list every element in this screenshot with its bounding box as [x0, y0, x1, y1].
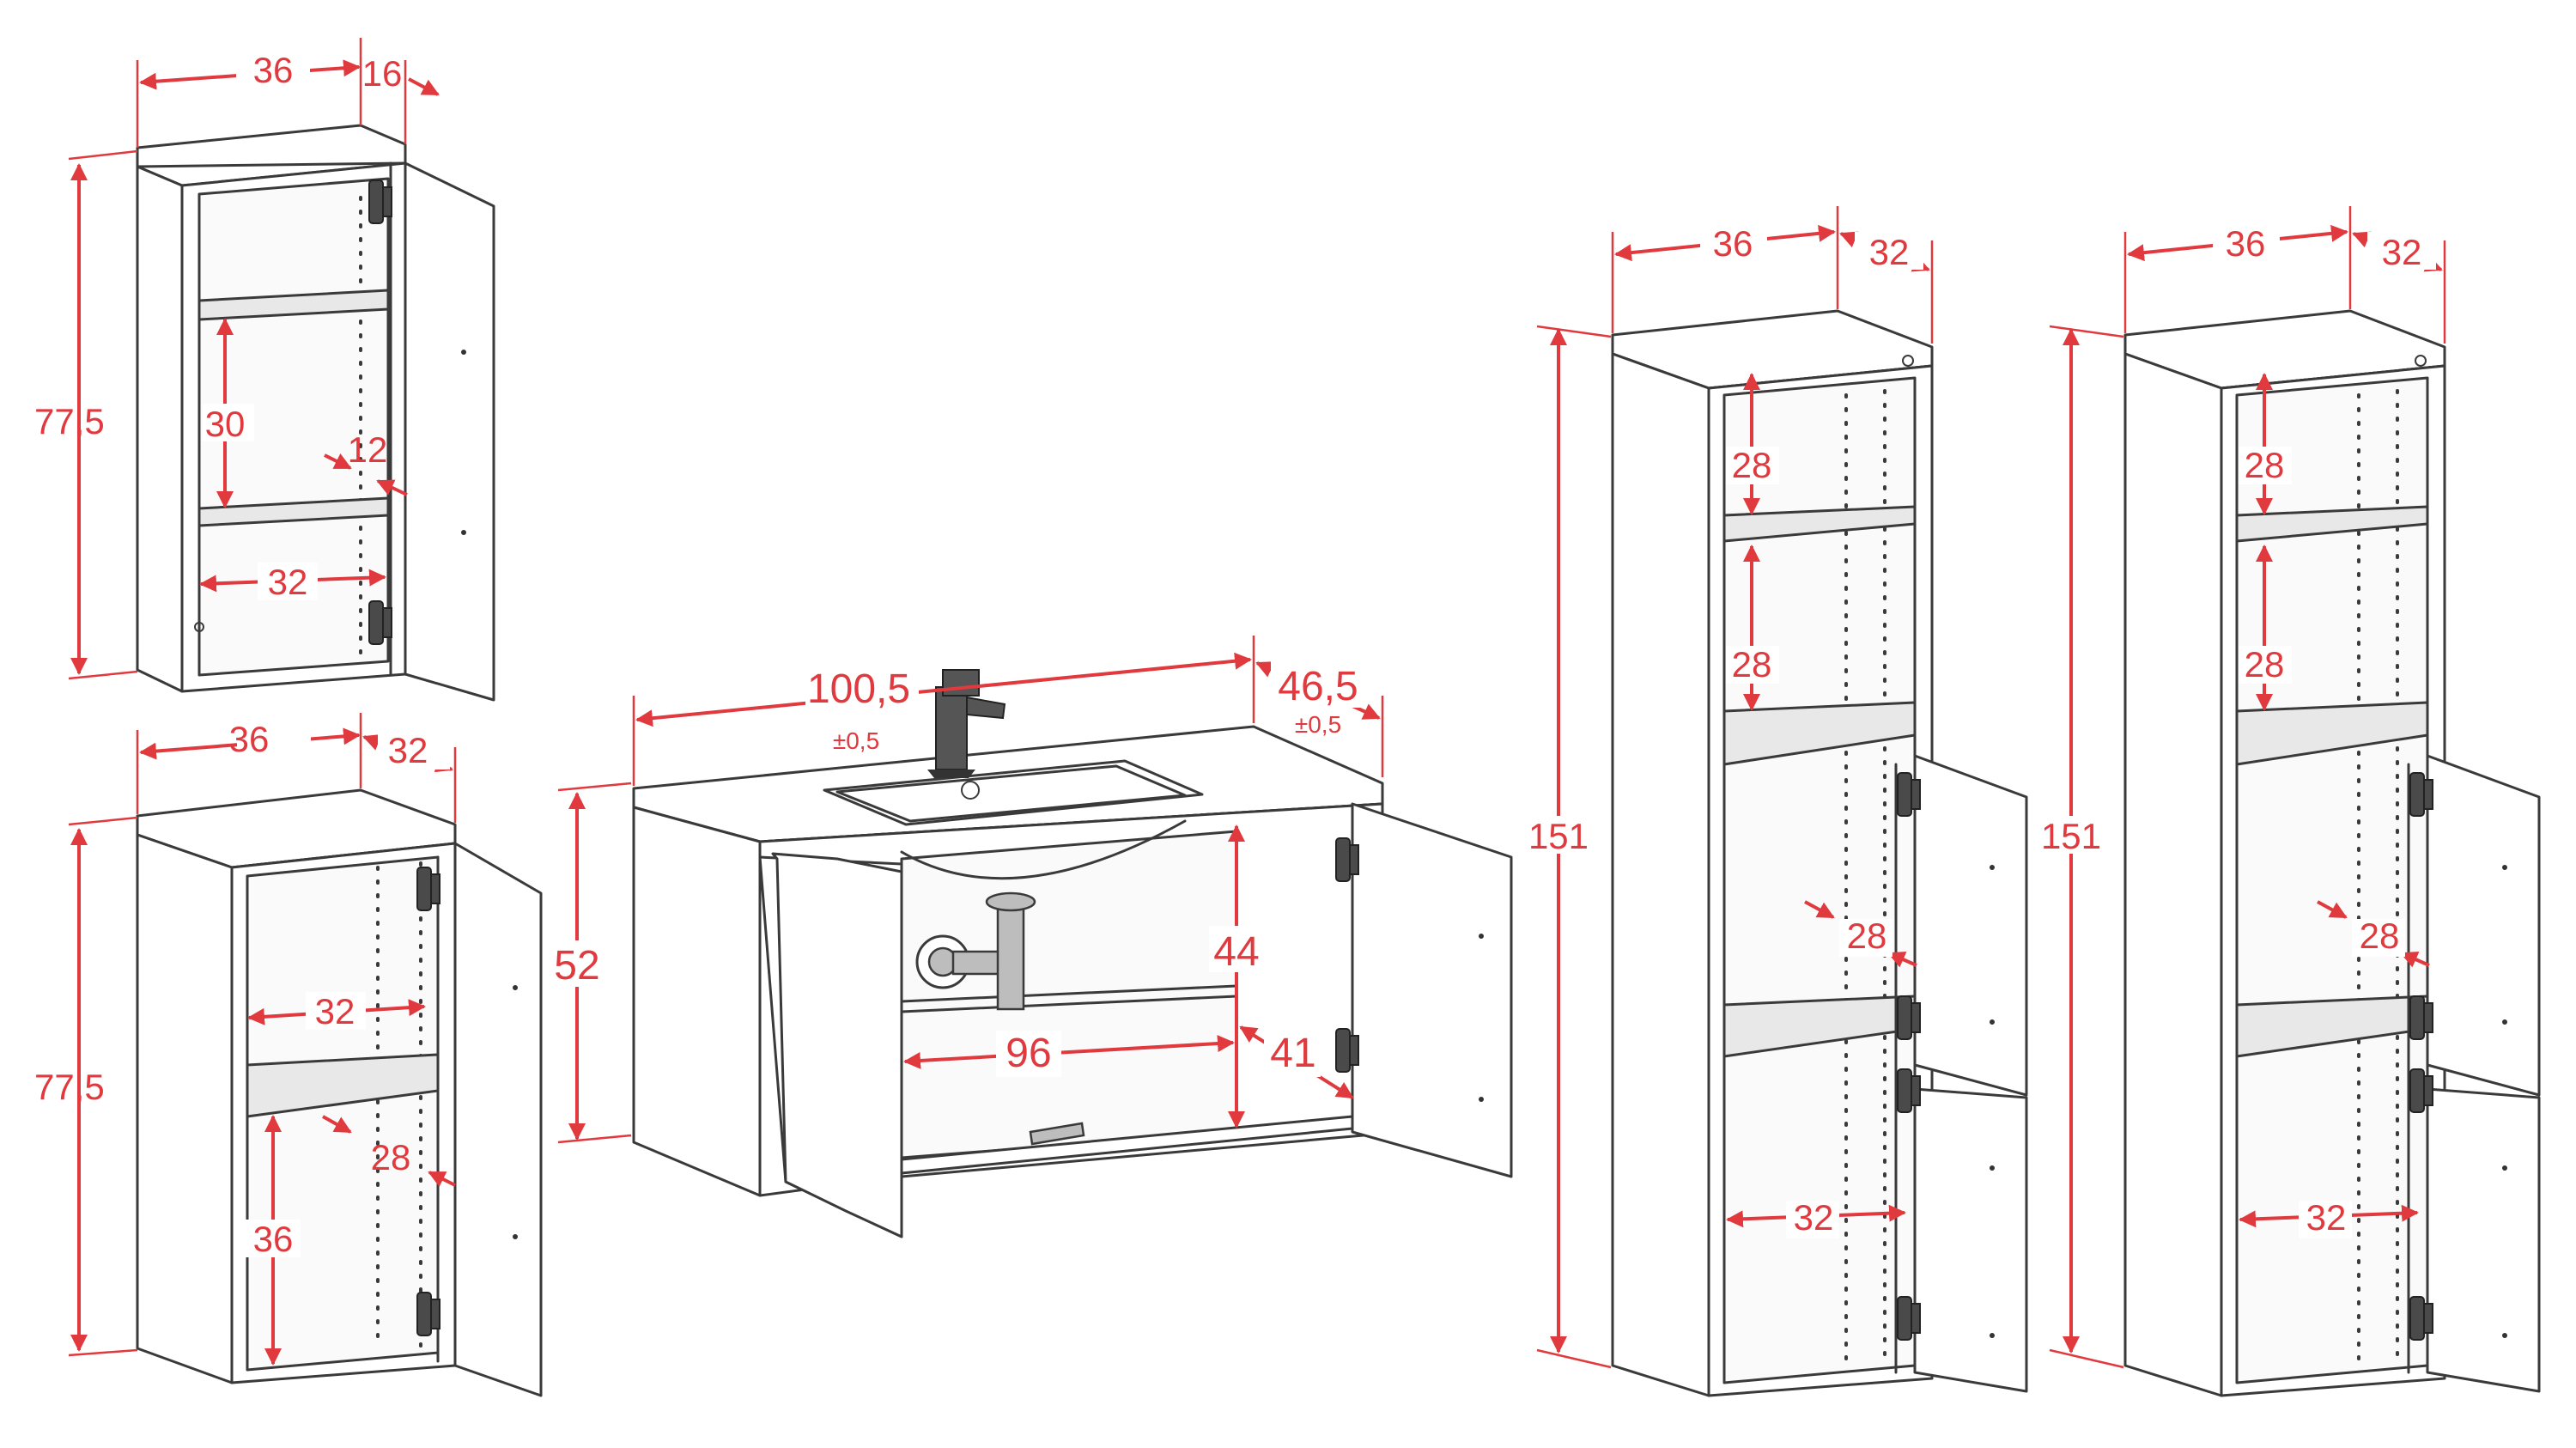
low-inner-depth-label: 28	[371, 1137, 411, 1177]
tall2-width-label: 36	[2226, 223, 2266, 264]
tall1-shelf1-label: 28	[1732, 445, 1772, 485]
vanity-height-label: 52	[554, 943, 599, 989]
wall-height-label: 77,5	[34, 401, 105, 441]
hinge-icon	[1897, 1068, 1921, 1113]
vanity-inner-height-label: 44	[1213, 929, 1259, 975]
wall-width-label: 36	[253, 50, 294, 90]
hinge-icon	[2409, 772, 2433, 817]
hinge-icon	[2409, 1068, 2433, 1113]
tall2-shelf2-label: 28	[2245, 644, 2285, 684]
tall1-height-label: 151	[1528, 816, 1589, 856]
hinge-icon	[2409, 995, 2433, 1040]
vanity-width-tolerance: ±0,5	[833, 727, 879, 754]
hinge-icon	[368, 600, 392, 645]
hinge-icon	[416, 1292, 440, 1336]
siphon-icon	[915, 891, 1036, 1011]
tall-cabinet-1: 36 32 151 28 28 28 32	[1528, 206, 2028, 1397]
tall2-shelf1-label: 28	[2245, 445, 2285, 485]
hinge-icon	[1897, 995, 1921, 1040]
vanity-unit: 100,5 ±0,5 46,5 ±0,5 52 44 96 41	[550, 636, 1513, 1238]
low-height-label: 77,5	[34, 1067, 105, 1107]
tall1-inner-depth-label: 28	[1847, 916, 1887, 956]
vanity-inner-depth-label: 41	[1270, 1031, 1315, 1076]
hinge-icon	[1897, 772, 1921, 817]
wall-depth-label: 16	[362, 53, 403, 94]
low-shelf-height-label: 36	[253, 1219, 294, 1259]
vanity-depth-tolerance: ±0,5	[1295, 711, 1341, 738]
low-depth-label: 32	[388, 730, 428, 770]
tall1-depth-label: 32	[1869, 232, 1910, 272]
hinge-icon	[2409, 1296, 2433, 1341]
tall-cabinet-2: 36 32 151 28 28 28 32	[2041, 206, 2541, 1397]
wall-inner-width-label: 32	[268, 562, 308, 602]
tall2-inner-width-label: 32	[2306, 1197, 2347, 1238]
tall1-shelf2-label: 28	[1732, 644, 1772, 684]
vanity-inner-width-label: 96	[1005, 1031, 1051, 1076]
hinge-icon	[368, 179, 392, 224]
hinge-icon	[1897, 1296, 1921, 1341]
tall1-inner-width-label: 32	[1794, 1197, 1834, 1238]
vanity-depth-label: 46,5	[1278, 664, 1358, 709]
tall2-depth-label: 32	[2382, 232, 2422, 272]
tall2-inner-depth-label: 28	[2360, 916, 2400, 956]
vanity-width-label: 100,5	[807, 666, 910, 712]
wall-cabinet: 36 16 77,5 30 12 32	[34, 38, 495, 702]
low-width-label: 36	[229, 719, 270, 759]
hinge-icon	[1335, 1028, 1359, 1073]
wall-inner-depth-label: 12	[348, 429, 388, 470]
tall1-width-label: 36	[1713, 223, 1753, 264]
hinge-icon	[1335, 837, 1359, 882]
hinge-icon	[416, 867, 440, 911]
wall-shelf-height-label: 30	[205, 404, 246, 444]
low-inner-width-label: 32	[315, 991, 355, 1031]
low-cabinet: 36 32 77,5 32 28 36	[34, 713, 543, 1397]
tall2-height-label: 151	[2041, 816, 2101, 856]
